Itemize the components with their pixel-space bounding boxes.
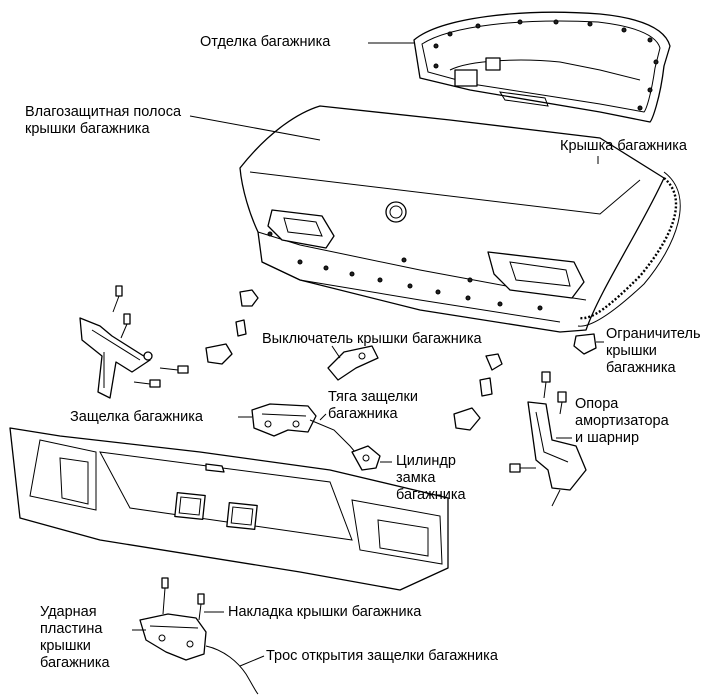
label-trunk-lid: Крышка багажника <box>560 138 687 154</box>
strut-hinge-part <box>509 371 587 507</box>
label-striker: Ударная пластина крышки багажника <box>40 604 110 671</box>
label-trunk-trim: Отделка багажника <box>200 34 331 50</box>
label-lid-switch: Выключатель крышки багажника <box>262 331 482 347</box>
label-trunk-latch: Защелка багажника <box>70 409 203 425</box>
trunk-latch-bracket-part <box>79 285 189 399</box>
label-latch-rod: Тяга защелки багажника <box>328 389 418 422</box>
trunk-trim-part <box>413 11 671 123</box>
label-lock-cylinder: Цилиндр замка багажника <box>396 453 466 503</box>
label-release-cable: Трос открытия защелки багажника <box>266 648 498 664</box>
label-lid-garnish: Накладка крышки багажника <box>228 604 422 620</box>
label-strut-hinge: Опора амортизатора и шарнир <box>575 396 669 446</box>
lid-switch-part <box>205 289 503 431</box>
trunk-lid-part <box>239 105 681 333</box>
label-limiter: Ограничитель крышки багажника <box>606 326 701 376</box>
latch-and-rod-part <box>251 403 381 471</box>
label-weatherstrip: Влагозащитная полоса крышки багажника <box>25 104 182 137</box>
limiter-part <box>573 333 597 355</box>
striker-cable-part <box>139 577 259 695</box>
lid-garnish-part <box>9 427 449 591</box>
